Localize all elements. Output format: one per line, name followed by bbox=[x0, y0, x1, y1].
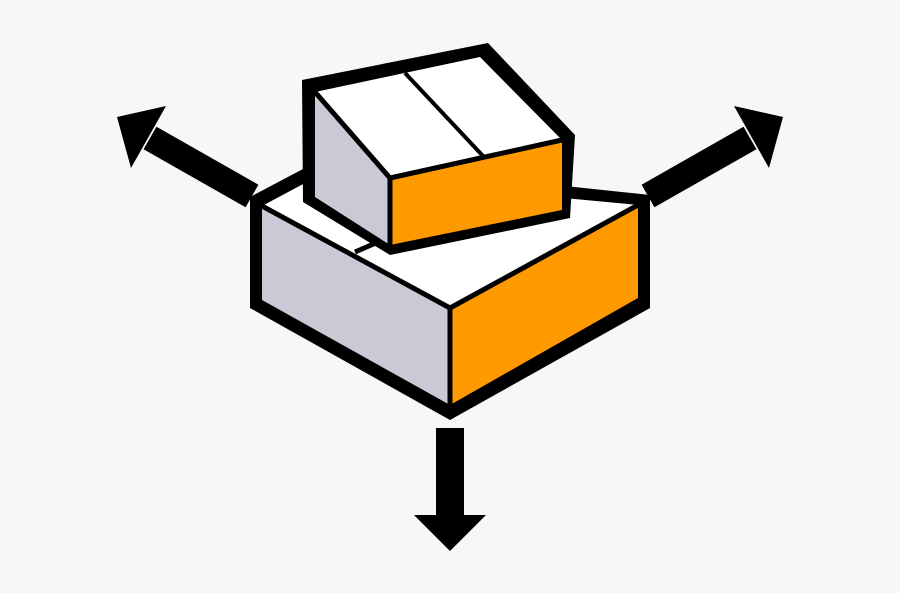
small-box-front-face bbox=[390, 140, 562, 245]
arrow-down-icon bbox=[414, 428, 486, 551]
large-box-front-face bbox=[450, 205, 638, 405]
small-box bbox=[302, 43, 575, 255]
arrow-up-left-icon bbox=[117, 106, 259, 208]
arrow-up-right-icon bbox=[641, 106, 783, 208]
large-box-left-face bbox=[262, 206, 450, 405]
small-box-left-face bbox=[315, 92, 390, 245]
small-box-top-face bbox=[315, 57, 562, 178]
tape-line bbox=[403, 71, 485, 158]
